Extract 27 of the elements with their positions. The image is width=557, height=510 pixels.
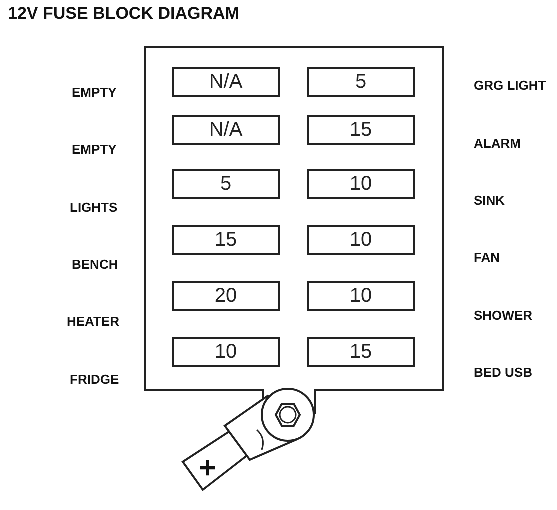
- fuse-slot: 15: [307, 337, 415, 367]
- circuit-label: SINK: [474, 193, 506, 208]
- fuse-slot: N/A: [172, 115, 280, 145]
- circuit-label: HEATER: [67, 314, 120, 329]
- circuit-label: BENCH: [72, 257, 118, 272]
- circuit-label: FAN: [474, 250, 500, 265]
- circuit-label: FRIDGE: [70, 372, 120, 387]
- fuse-slot: 10: [307, 225, 415, 255]
- fuse-slot: N/A: [172, 67, 280, 97]
- fuse-slot: 15: [172, 225, 280, 255]
- fuse-block-outline: [143, 45, 445, 415]
- circuit-label: LIGHTS: [70, 200, 118, 215]
- fuse-slot: 10: [172, 337, 280, 367]
- fuse-slot: 20: [172, 281, 280, 311]
- fuse-slot: 5: [307, 67, 415, 97]
- plus-sign: +: [199, 452, 217, 486]
- fuse-slot: 5: [172, 169, 280, 199]
- circuit-label: EMPTY: [72, 85, 117, 100]
- circuit-label: ALARM: [474, 136, 521, 151]
- circuit-label: BED USB: [474, 365, 533, 380]
- fuse-slot: 10: [307, 169, 415, 199]
- fuse-slot: 15: [307, 115, 415, 145]
- circuit-label: SHOWER: [474, 308, 532, 323]
- circuit-label: EMPTY: [72, 142, 117, 157]
- circuit-label: GRG LIGHT: [474, 78, 546, 93]
- title: 12V FUSE BLOCK DIAGRAM: [8, 4, 240, 24]
- fuse-slot: 10: [307, 281, 415, 311]
